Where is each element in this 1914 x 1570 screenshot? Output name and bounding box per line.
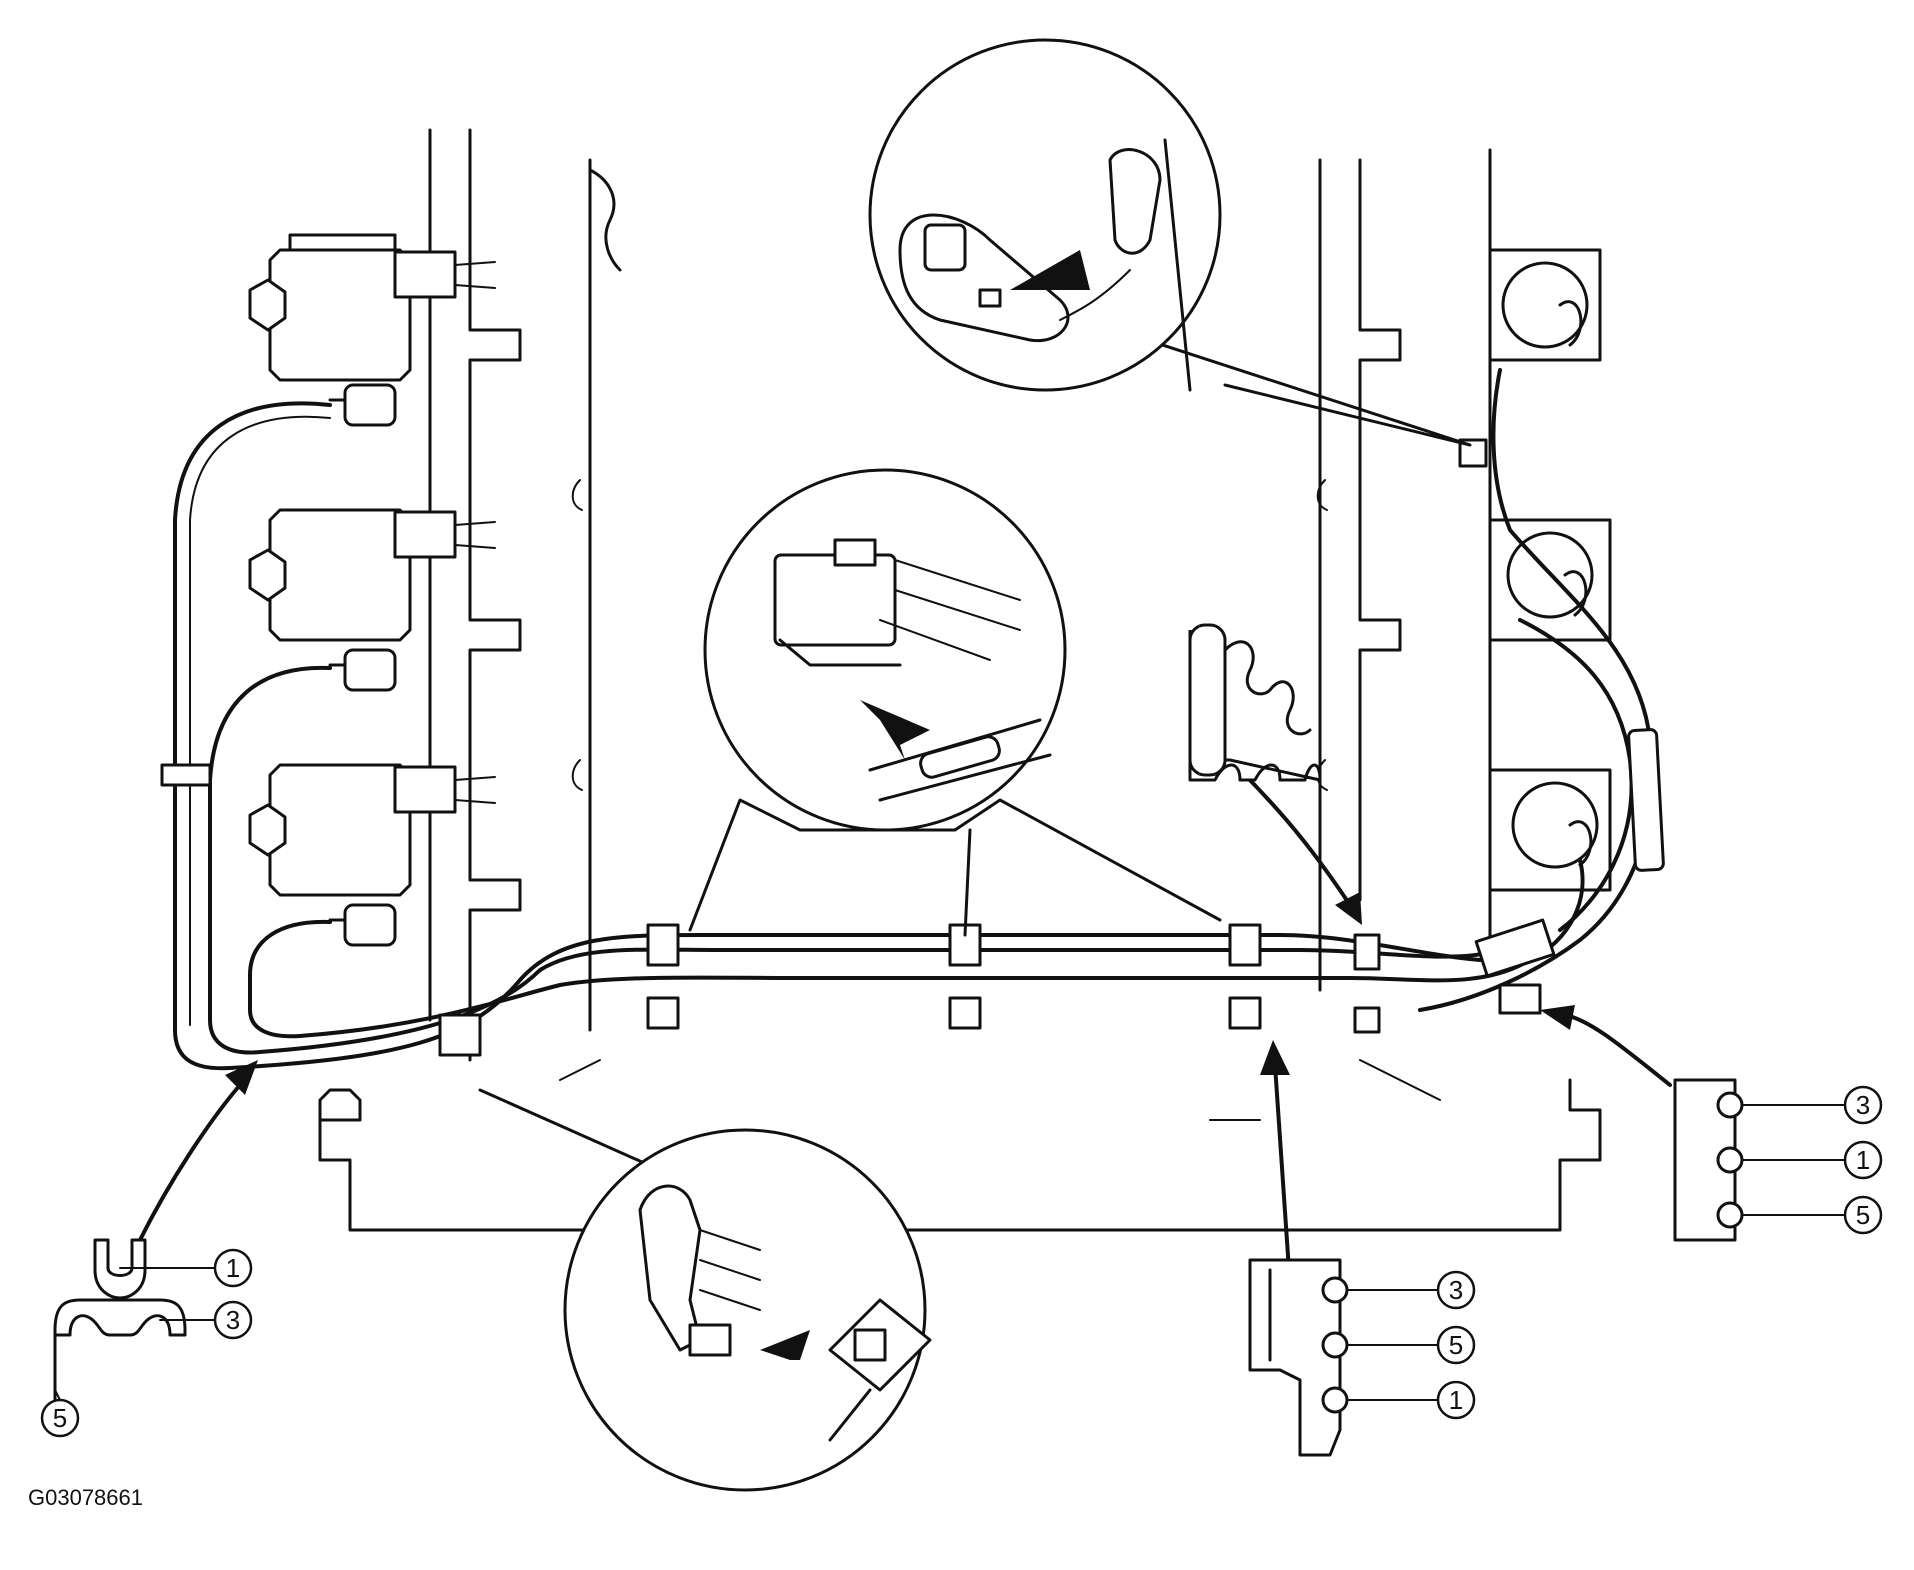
detail-view-bracket (868, 38, 1472, 447)
clamp-icon-right-bank (1188, 623, 1322, 782)
detail-view-clip (478, 1088, 932, 1492)
right-clamp-callouts: 3 1 5 (1843, 1085, 1883, 1235)
ignition-coil-3 (248, 763, 496, 947)
spark-plug-boot-icon (1501, 261, 1589, 349)
direction-arrow-icon (860, 700, 930, 760)
callout-number: 1 (1449, 1385, 1463, 1415)
cord-clamps (438, 438, 1556, 1057)
callout-number: 1 (226, 1253, 240, 1283)
figure-id: G03078661 (28, 1485, 143, 1510)
callout-number: 1 (1856, 1145, 1870, 1175)
left-engine-block (318, 128, 1602, 1232)
callout-number: 5 (53, 1403, 67, 1433)
direction-arrow-icon (760, 1330, 810, 1360)
callout-number: 5 (1449, 1330, 1463, 1360)
pointer-arrows (138, 768, 1672, 1287)
direction-arrow-icon (1010, 250, 1090, 290)
callout-number: 3 (226, 1305, 240, 1335)
ignition-coil-2 (248, 508, 496, 692)
right-engine-block (1316, 148, 1612, 992)
bottom-clamp-callouts: 3 5 1 (1436, 1270, 1476, 1420)
detail-view-connector (688, 468, 1222, 937)
spark-plug-boot-icon (1511, 781, 1599, 869)
clamp-icon-right (1673, 1078, 1744, 1242)
callout-leaders (54, 1104, 1846, 1401)
ignition-coil-1 (248, 233, 496, 427)
left-clamp-callouts: 1 3 5 (40, 1248, 253, 1438)
clamp-icon-left (53, 1238, 187, 1402)
callout-number: 5 (1856, 1200, 1870, 1230)
callout-number: 3 (1449, 1275, 1463, 1305)
clamp-icon-bottom (1248, 1258, 1349, 1457)
callout-number: 3 (1856, 1090, 1870, 1120)
